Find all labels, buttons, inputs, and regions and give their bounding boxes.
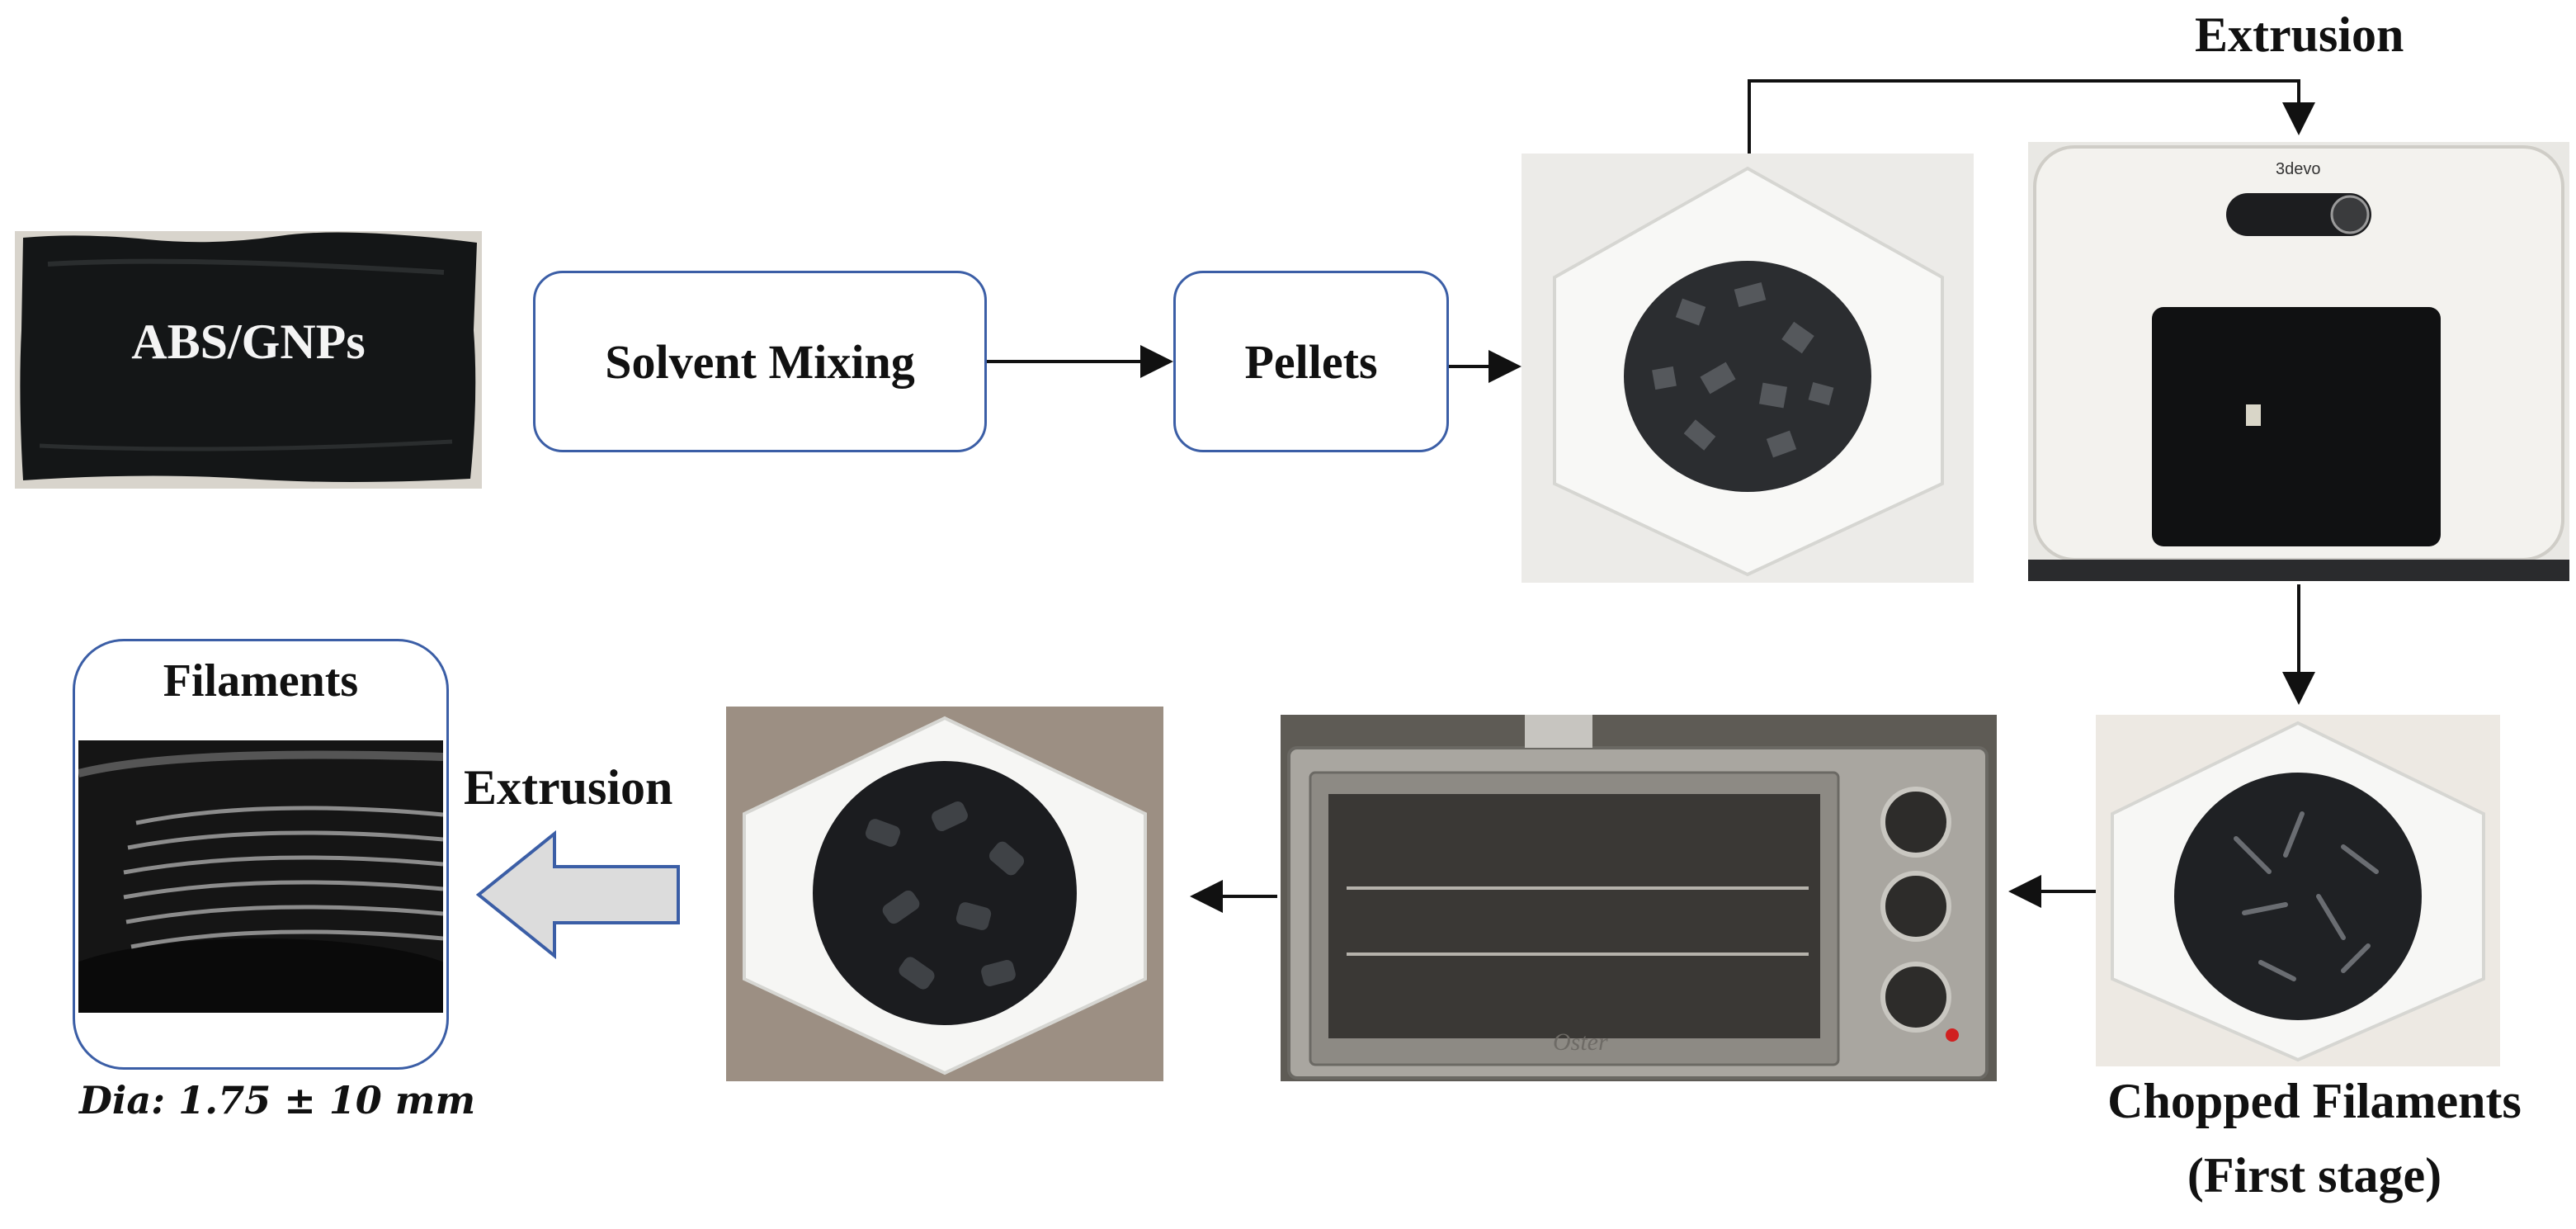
oven-photo: Oster <box>1281 715 1997 1081</box>
extruder-photo: 3devo <box>2028 142 2569 581</box>
dried-dish-photo <box>726 707 1163 1081</box>
pellet-dish-image <box>1553 166 1944 577</box>
big-extrusion-arrow <box>475 830 680 960</box>
oven-brand: Oster <box>1553 1028 1608 1056</box>
arrow-dish-to-extruder <box>1748 79 2315 154</box>
pellet-dish-photo <box>1522 154 1974 583</box>
chopped-dish-image <box>2111 721 2485 1062</box>
solvent-mixing-box: Solvent Mixing <box>533 271 987 452</box>
chopped-filaments-label: Chopped Filaments <box>2107 1074 2522 1128</box>
extruder-brand: 3devo <box>2276 160 2321 178</box>
diameter-label: Dia: 1.75 ± 10 mm <box>79 1078 476 1123</box>
chopped-filaments-sublabel: (First stage) <box>2187 1148 2442 1203</box>
dried-dish-image <box>743 716 1147 1075</box>
spool-photo <box>78 740 443 1013</box>
filaments-frame: Filaments <box>73 639 449 1070</box>
extrusion-top-label: Extrusion <box>2195 7 2404 62</box>
oven-image <box>1287 715 1989 1080</box>
filaments-title: Filaments <box>163 655 359 707</box>
pellets-box: Pellets <box>1173 271 1449 452</box>
extruder-image <box>2028 145 2569 581</box>
pellets-label: Pellets <box>1244 334 1378 389</box>
spool-image <box>78 740 443 1013</box>
material-label: ABS/GNPs <box>131 314 366 369</box>
solvent-mixing-label: Solvent Mixing <box>605 334 915 389</box>
material-sheet-image <box>20 232 477 482</box>
extrusion-bottom-label: Extrusion <box>464 760 673 815</box>
material-sheet-photo: ABS/GNPs <box>15 231 482 489</box>
chopped-dish-photo <box>2096 715 2500 1066</box>
